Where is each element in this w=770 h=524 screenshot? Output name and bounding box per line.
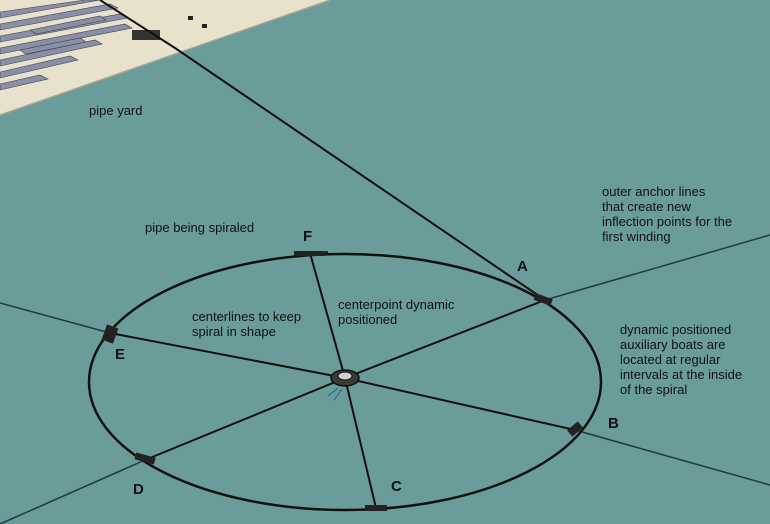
label-aux-boats: dynamic positioned auxiliary boats are l… <box>620 322 743 397</box>
aux-boat-a <box>533 293 553 306</box>
point-label-d: D <box>133 481 144 498</box>
aux-boat-f <box>294 251 329 256</box>
centerline-d <box>144 377 346 461</box>
centerline-c <box>344 377 377 509</box>
label-outer-anchor-lines: outer anchor lines that create new infle… <box>602 184 733 244</box>
point-label-f: F <box>303 228 313 245</box>
centerline-a <box>344 299 546 379</box>
yard-marker <box>188 16 193 20</box>
pipe-yard-edge <box>0 0 331 116</box>
pipe-feed-line <box>99 0 546 301</box>
pipe-stacks <box>0 0 133 91</box>
label-pipe-yard: pipe yard <box>89 103 143 118</box>
anchor-line-a <box>544 234 770 301</box>
aux-boat-b <box>567 421 583 437</box>
anchor-line-b <box>574 429 770 486</box>
laying-ramp <box>132 30 160 40</box>
label-centerlines: centerlines to keep spiral in shape <box>192 309 302 339</box>
point-label-a: A <box>517 258 528 275</box>
pipe-spiral-winding <box>87 252 603 512</box>
aux-boat-d <box>134 452 156 465</box>
point-label-c: C <box>391 478 402 495</box>
point-label-b: B <box>608 415 619 432</box>
label-centerpoint: centerpoint dynamic positioned <box>338 297 455 327</box>
centerline-b <box>344 377 576 431</box>
aux-boat-c <box>365 505 387 511</box>
yard-marker <box>202 24 207 28</box>
anchor-line-e <box>0 302 111 334</box>
anchor-line-d <box>0 459 146 524</box>
centerline-e <box>109 332 346 379</box>
point-label-e: E <box>115 346 126 363</box>
centerpoint-vessel <box>327 369 360 401</box>
centerline-f <box>309 252 346 379</box>
aux-boat-e <box>101 324 119 344</box>
label-pipe-being-spiraled: pipe being spiraled <box>145 220 255 235</box>
